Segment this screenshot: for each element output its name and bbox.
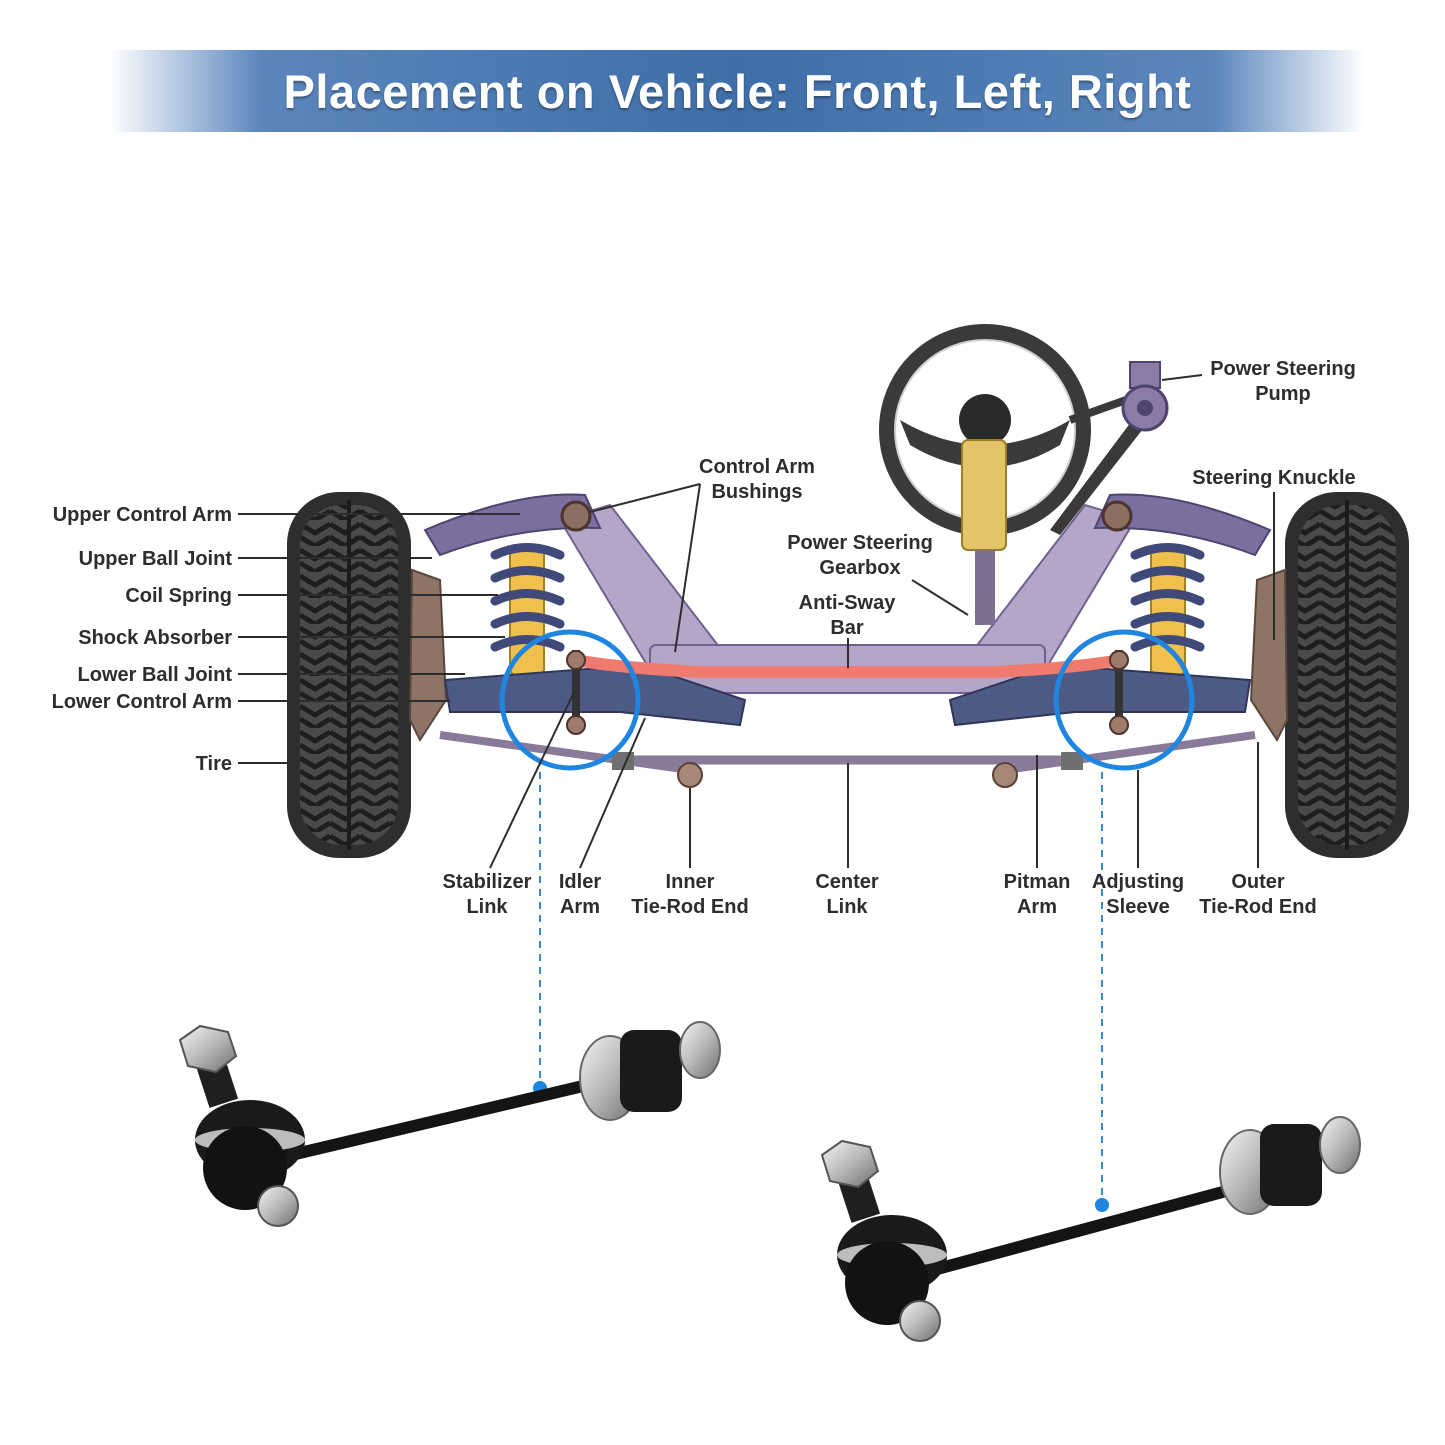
label-stabilizer-link-line1: Stabilizer — [443, 871, 532, 893]
label-lower-ball-joint: Lower Ball Joint — [78, 664, 233, 686]
steering-column — [961, 439, 1007, 551]
page-title: Placement on Vehicle: Front, Left, Right — [283, 65, 1192, 118]
label-upper-ball-joint: Upper Ball Joint — [79, 548, 233, 570]
right-coil-spring-assembly — [1130, 543, 1205, 676]
label-outer-tie-rod-line1: Outer — [1231, 871, 1285, 893]
right-tire — [1285, 492, 1409, 858]
highlight-circle-left — [499, 629, 641, 771]
label-power-steering-gearbox-line1: Power Steering — [787, 532, 933, 554]
leader-lines — [238, 374, 1275, 869]
label-control-arm-bushings-line1: Control Arm — [699, 456, 815, 478]
right-upper-control-arm — [1093, 493, 1272, 557]
right-steering-knuckle — [1249, 568, 1289, 743]
label-power-steering-gearbox-line2: Gearbox — [819, 557, 900, 579]
label-lower-control-arm: Lower Control Arm — [52, 691, 232, 713]
label-power-steering-pump-line1: Power Steering — [1210, 358, 1356, 380]
label-anti-sway-bar-line1: Anti-Sway — [799, 592, 897, 614]
label-center-link-line2: Link — [826, 896, 868, 918]
product-stabilizer-link-2 — [820, 1116, 1361, 1342]
label-coil-spring: Coil Spring — [125, 585, 232, 607]
label-idler-arm-line2: Arm — [560, 896, 600, 918]
inner-tie-rod-end — [677, 762, 703, 788]
anti-sway-bar — [569, 654, 1126, 678]
power-steering-line — [1050, 410, 1150, 535]
right-adjusting-sleeve — [1061, 752, 1083, 770]
label-center-link-line1: Center — [815, 871, 879, 893]
highlight-circle-right — [1053, 629, 1195, 771]
label-steering-knuckle: Steering Knuckle — [1192, 467, 1355, 489]
label-idler-arm-line1: Idler — [559, 871, 601, 893]
power-steering-gearbox — [975, 550, 995, 625]
vehicle-stabilizer-link-left — [566, 650, 586, 735]
label-upper-control-arm: Upper Control Arm — [53, 504, 232, 526]
left-steering-knuckle — [408, 568, 448, 743]
label-inner-tie-rod-line2: Tie-Rod End — [631, 896, 748, 918]
label-power-steering-pump-line2: Pump — [1255, 383, 1311, 405]
left-control-arm-bushing — [560, 500, 592, 532]
label-adjusting-sleeve-line1: Adjusting — [1092, 871, 1184, 893]
pitman-arm-joint — [992, 762, 1018, 788]
left-coil-spring-assembly — [490, 543, 565, 676]
label-shock-absorber: Shock Absorber — [78, 627, 232, 649]
power-steering-pump — [1121, 361, 1169, 432]
label-anti-sway-bar-line2: Bar — [830, 617, 864, 639]
label-pitman-arm-line2: Arm — [1017, 896, 1057, 918]
right-control-arm-bushing — [1101, 500, 1133, 532]
left-tie-rod — [439, 731, 691, 774]
left-upper-control-arm — [423, 493, 602, 557]
label-control-arm-bushings-line2: Bushings — [711, 481, 802, 503]
label-adjusting-sleeve-line2: Sleeve — [1106, 896, 1169, 918]
label-pitman-arm-line1: Pitman — [1004, 871, 1071, 893]
label-outer-tie-rod-line2: Tie-Rod End — [1199, 896, 1316, 918]
connector-dot-right — [1095, 1198, 1109, 1212]
vehicle-stabilizer-link-right — [1109, 650, 1129, 735]
right-tie-rod — [1004, 731, 1256, 774]
title-banner: Placement on Vehicle: Front, Left, Right — [110, 50, 1365, 132]
label-inner-tie-rod-line1: Inner — [666, 871, 715, 893]
label-tire: Tire — [196, 753, 232, 775]
product-stabilizer-link-1 — [178, 1021, 721, 1227]
label-stabilizer-link-line2: Link — [466, 896, 508, 918]
